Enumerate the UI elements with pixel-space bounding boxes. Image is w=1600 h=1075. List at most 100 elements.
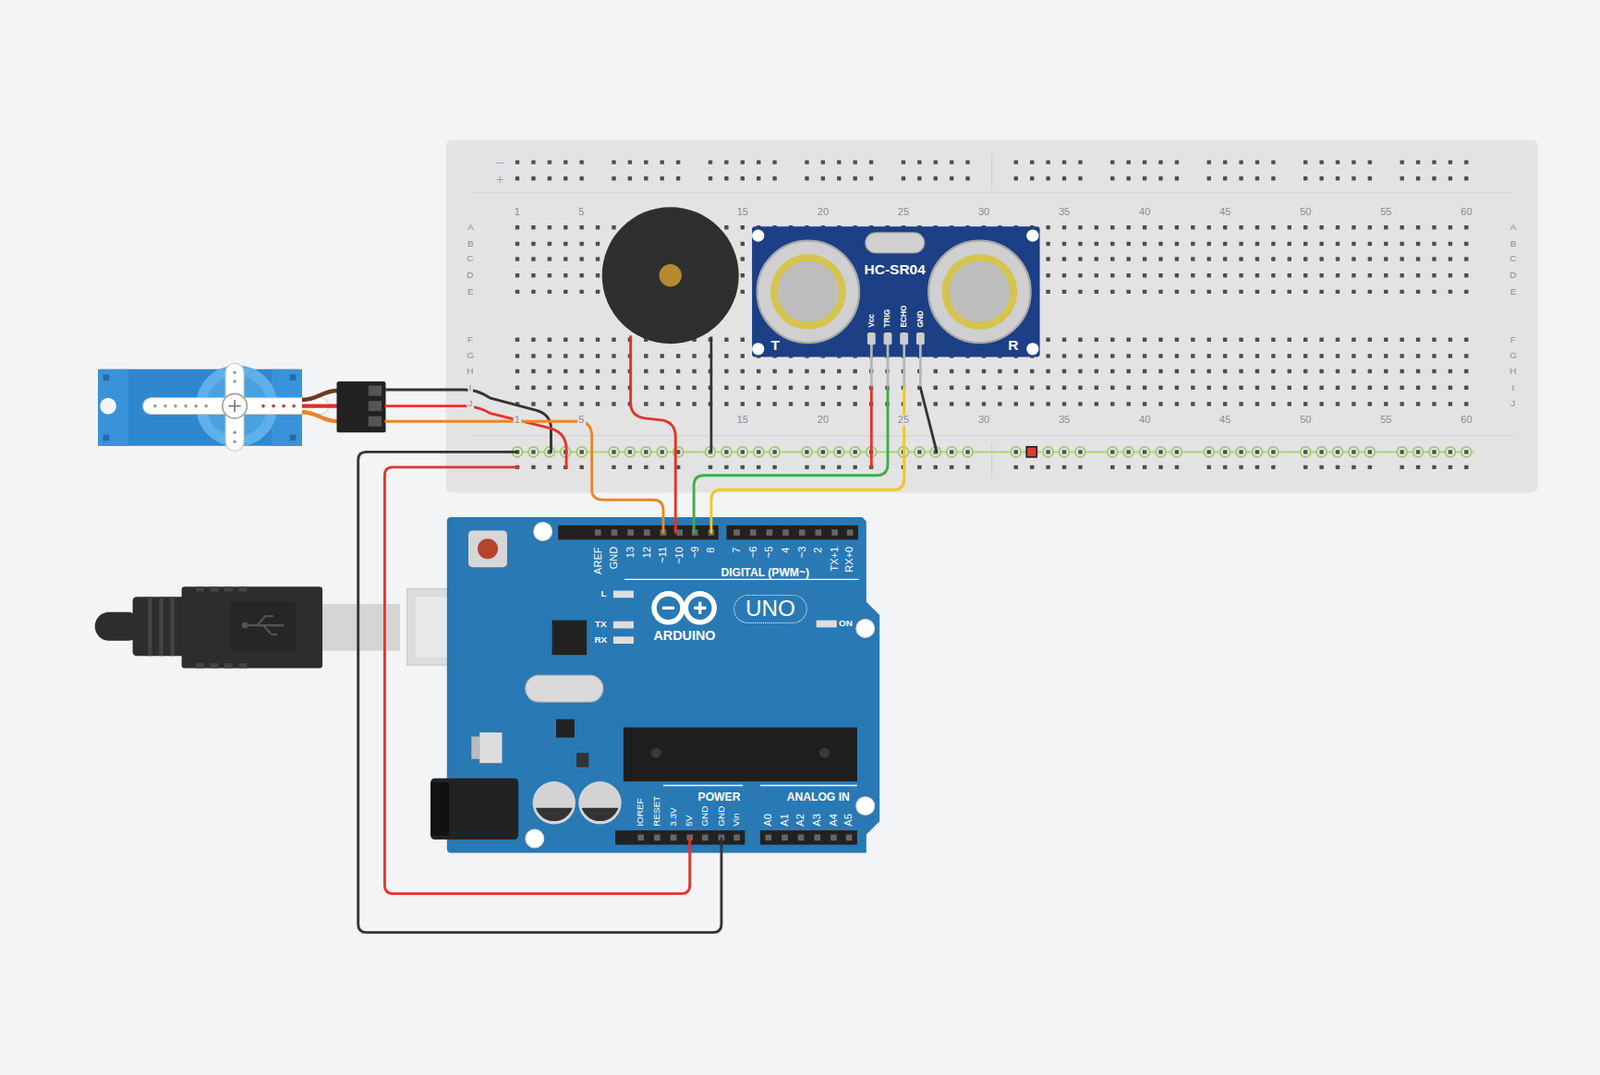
breadboard-hole bbox=[595, 369, 600, 374]
breadboard-hole bbox=[1448, 369, 1453, 374]
breadboard-hole bbox=[1431, 386, 1436, 390]
led-label: RX bbox=[593, 636, 607, 646]
rail-highlight bbox=[1396, 447, 1407, 458]
row-letter: I bbox=[1510, 383, 1516, 393]
pin-label: ECHO bbox=[899, 305, 908, 328]
column-number: 5 bbox=[577, 206, 585, 218]
breadboard-hole bbox=[740, 465, 745, 470]
usb-cable bbox=[210, 663, 219, 669]
breadboard-hole bbox=[515, 159, 520, 164]
breadboard-hole bbox=[708, 176, 713, 181]
breadboard-hole bbox=[804, 449, 809, 454]
breadboard-hole bbox=[563, 338, 568, 342]
pin-label: ~5 bbox=[763, 546, 775, 559]
rail-highlight bbox=[753, 447, 764, 458]
breadboard-hole bbox=[1158, 338, 1163, 342]
servo-motor bbox=[368, 416, 382, 427]
breadboard-hole bbox=[1078, 176, 1082, 181]
breadboard-hole bbox=[1287, 369, 1292, 374]
breadboard-hole bbox=[981, 369, 986, 374]
rail-highlight bbox=[656, 447, 667, 458]
arduino-board bbox=[613, 591, 634, 599]
breadboard-hole bbox=[965, 449, 970, 454]
servo-motor bbox=[103, 374, 110, 381]
breadboard-hole bbox=[1319, 225, 1323, 230]
arduino-board bbox=[477, 538, 498, 559]
breadboard-hole bbox=[1448, 290, 1453, 294]
ultrasonic-sensor bbox=[870, 342, 873, 388]
breadboard-hole bbox=[933, 386, 938, 390]
breadboard-hole bbox=[1255, 338, 1260, 342]
breadboard-hole bbox=[1126, 353, 1130, 358]
rail-highlight bbox=[608, 447, 619, 458]
breadboard-hole bbox=[821, 159, 825, 164]
usb-cable bbox=[230, 602, 297, 652]
breadboard-hole bbox=[1078, 290, 1082, 294]
rail-highlight bbox=[1429, 447, 1440, 458]
arduino-board bbox=[624, 579, 860, 581]
rail-highlight bbox=[1010, 447, 1021, 458]
breadboard-hole bbox=[1094, 225, 1099, 230]
breadboard-hole bbox=[595, 256, 600, 261]
breadboard-hole bbox=[1351, 273, 1356, 278]
breadboard-hole bbox=[595, 273, 600, 278]
breadboard-hole bbox=[1126, 256, 1130, 261]
breadboard-hole bbox=[1094, 338, 1099, 342]
breadboard-hole bbox=[509, 159, 1474, 470]
column-number: 15 bbox=[736, 415, 750, 426]
column-number: 60 bbox=[1459, 415, 1473, 426]
breadboard-hole bbox=[852, 465, 857, 470]
pin-label: ~6 bbox=[748, 546, 759, 559]
ultrasonic-sensor bbox=[865, 232, 925, 254]
breadboard-hole bbox=[595, 225, 600, 230]
rail-highlight bbox=[1364, 447, 1375, 458]
usb-cable bbox=[181, 586, 323, 668]
rail-highlight bbox=[509, 451, 1474, 454]
breadboard bbox=[446, 139, 1539, 493]
breadboard-hole bbox=[1126, 242, 1130, 246]
breadboard-hole bbox=[724, 465, 728, 470]
rail-highlight bbox=[801, 447, 813, 458]
breadboard-hole bbox=[1207, 401, 1212, 406]
breadboard-hole bbox=[1190, 353, 1195, 358]
breadboard-hole bbox=[1158, 256, 1163, 261]
breadboard-hole bbox=[1383, 386, 1388, 390]
breadboard-hole bbox=[1158, 159, 1163, 164]
column-number: 50 bbox=[1298, 415, 1312, 426]
pin-label: IOREF bbox=[636, 798, 646, 826]
breadboard-hole bbox=[852, 159, 857, 164]
breadboard-hole bbox=[1078, 256, 1082, 261]
breadboard-hole bbox=[1368, 242, 1372, 246]
usb-cable bbox=[242, 622, 249, 630]
servo-motor bbox=[302, 412, 339, 422]
pin-label: RESET bbox=[652, 796, 662, 827]
breadboard-hole bbox=[1094, 386, 1099, 390]
breadboard-hole bbox=[949, 449, 954, 454]
pin-label: 3.3V bbox=[668, 807, 679, 826]
breadboard-hole bbox=[1030, 159, 1034, 164]
breadboard-hole bbox=[1223, 225, 1227, 230]
ultrasonic-sensor bbox=[1026, 230, 1039, 243]
breadboard-hole bbox=[965, 465, 970, 470]
servo-motor bbox=[337, 381, 387, 433]
breadboard-hole bbox=[515, 225, 520, 230]
breadboard-hole bbox=[1014, 449, 1019, 454]
breadboard-hole bbox=[1078, 386, 1082, 390]
breadboard-hole bbox=[1319, 369, 1323, 374]
breadboard-hole bbox=[1431, 353, 1436, 358]
breadboard-hole bbox=[1255, 369, 1260, 374]
breadboard-hole bbox=[676, 176, 680, 181]
breadboard-hole bbox=[1158, 242, 1163, 246]
breadboard-hole bbox=[1416, 465, 1420, 470]
breadboard-hole bbox=[1368, 465, 1372, 470]
arduino-board bbox=[533, 781, 576, 825]
breadboard-hole bbox=[1383, 290, 1388, 294]
pin-label: AREF bbox=[593, 546, 604, 574]
rail-highlight bbox=[1027, 447, 1038, 458]
breadboard-hole bbox=[1303, 449, 1308, 454]
usb-cable bbox=[224, 586, 233, 593]
breadboard-hole bbox=[579, 401, 583, 406]
buzzer-leg bbox=[710, 337, 714, 453]
model-badge: UNO bbox=[733, 594, 809, 624]
usb-cable bbox=[271, 633, 279, 636]
